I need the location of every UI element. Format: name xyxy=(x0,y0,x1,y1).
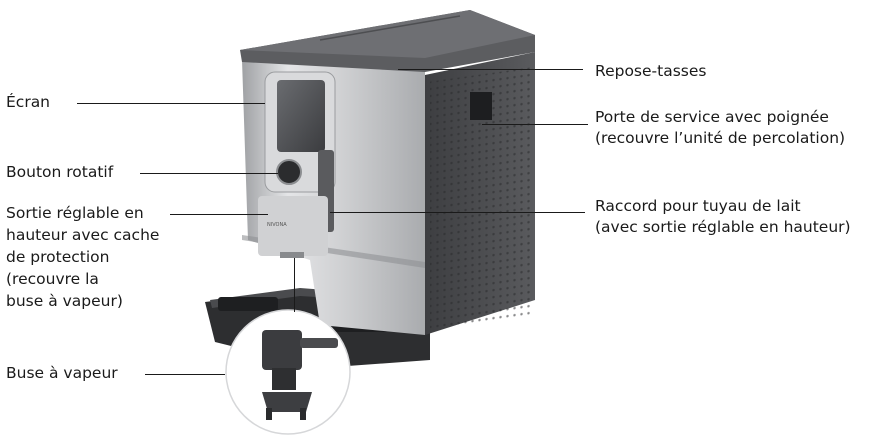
service-door-handle xyxy=(470,92,492,120)
screen xyxy=(277,80,325,152)
label-bouton-rotatif: Bouton rotatif xyxy=(6,163,114,181)
rotary-knob xyxy=(276,159,302,185)
label-raccord-1: Raccord pour tuyau de lait xyxy=(595,197,801,215)
leader-raccord xyxy=(330,212,585,213)
leader-bouton xyxy=(140,173,278,174)
label-porte-1: Porte de service avec poignée xyxy=(595,108,829,126)
leader-buse xyxy=(145,374,225,375)
label-porte-2: (recouvre l’unité de percolation) xyxy=(595,129,846,147)
leader-ecran xyxy=(77,103,265,104)
label-buse: Buse à vapeur xyxy=(6,364,118,382)
label-sortie-4: (recouvre la xyxy=(6,270,99,288)
steam-nozzle-inset xyxy=(262,330,338,420)
leader-sortie-vertical xyxy=(294,258,295,312)
label-raccord-2: (avec sortie réglable en hauteur) xyxy=(595,218,851,236)
label-sortie-3: de protection xyxy=(6,248,110,266)
leader-repose xyxy=(398,69,583,70)
label-sortie-5: buse à vapeur) xyxy=(6,292,123,310)
leader-porte xyxy=(482,124,588,125)
label-sortie-1: Sortie réglable en xyxy=(6,204,144,222)
brand-logo: NIVONA xyxy=(267,222,287,228)
leader-sortie xyxy=(170,214,268,215)
label-repose-tasses: Repose-tasses xyxy=(595,62,707,80)
label-ecran: Écran xyxy=(6,93,51,111)
label-sortie-2: hauteur avec cache xyxy=(6,226,160,244)
